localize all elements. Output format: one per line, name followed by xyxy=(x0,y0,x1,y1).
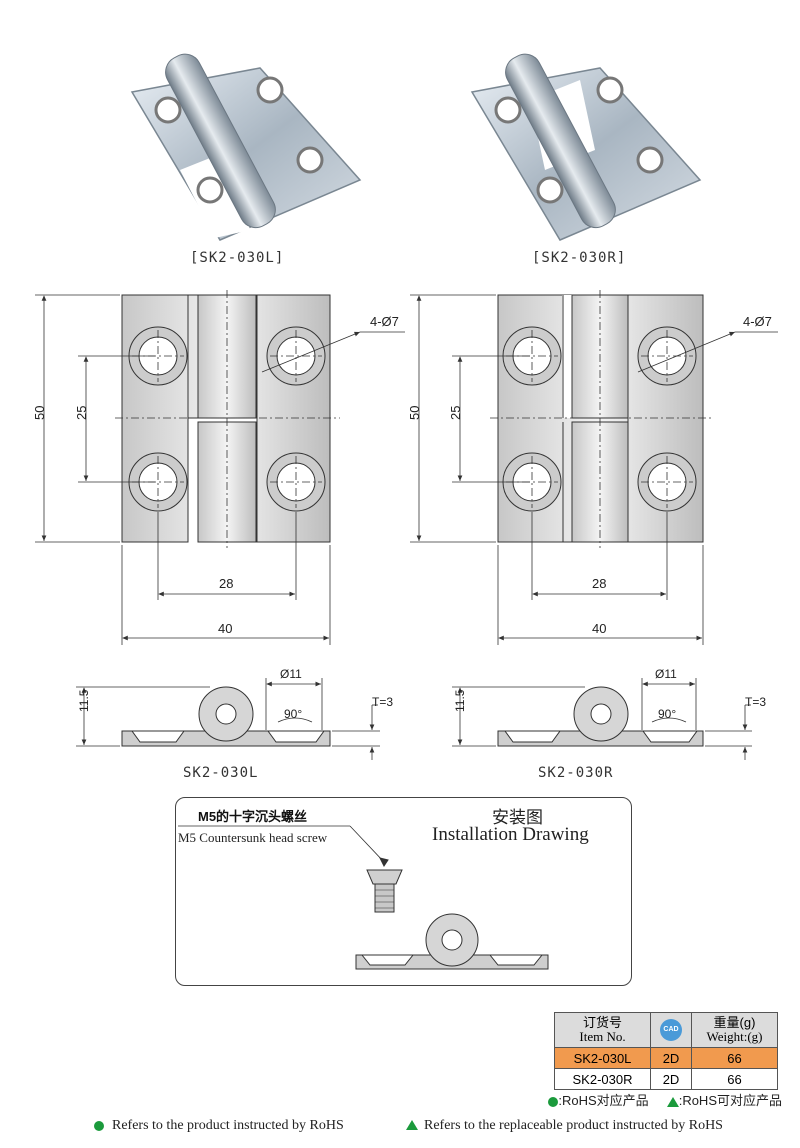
table-row[interactable]: SK2-030R 2D 66 xyxy=(554,1068,778,1090)
hole-callout-right: 4-Ø7 xyxy=(743,314,772,329)
row-cad: 2D xyxy=(650,1068,692,1090)
hole-callout-left: 4-Ø7 xyxy=(370,314,399,329)
header-weight: 重量(g) Weight:(g) xyxy=(691,1012,778,1048)
side-view-drawings: 11.5 Ø11 90° T=3 11.5 Ø11 90° T=3 xyxy=(76,667,766,760)
side-label-right: SK2-030R xyxy=(538,765,614,781)
side-view-left xyxy=(76,678,380,760)
rohs-triangle-icon xyxy=(666,1096,679,1107)
installation-title-cn: 安装图 xyxy=(492,808,543,827)
product-caption-left: [SK2-030L] xyxy=(190,250,285,266)
installation-drawing xyxy=(178,825,549,970)
rohs-dot-icon xyxy=(548,1096,559,1107)
dim-hole-spacing-left: 28 xyxy=(219,576,233,591)
table-row[interactable]: SK2-030L 2D 66 xyxy=(554,1047,778,1069)
dim-height-left: 50 xyxy=(32,406,47,420)
footer-rohs-replaceable: Refers to the replaceable product instru… xyxy=(424,1118,723,1133)
cad-icon: CAD xyxy=(660,1019,682,1041)
side-dim-height-left: 11.5 xyxy=(77,689,91,712)
legend-rohs: :RoHS对应产品 xyxy=(558,1093,649,1108)
footer-dot-icon xyxy=(94,1121,104,1131)
product-caption-right: [SK2-030R] xyxy=(532,250,627,266)
order-table: 订货号 Item No. CAD 重量(g) Weight:(g) SK2-03… xyxy=(554,1012,778,1090)
dim-pitch-right: 25 xyxy=(448,406,463,420)
side-dim-height-right: 11.5 xyxy=(453,689,467,712)
row-item: SK2-030R xyxy=(554,1068,651,1090)
dim-width-right: 40 xyxy=(592,621,606,636)
installation-panel xyxy=(175,797,632,986)
front-view-drawings: 50 25 28 40 4-Ø7 xyxy=(32,290,778,645)
row-item: SK2-030L xyxy=(554,1047,651,1069)
dim-height-right: 50 xyxy=(407,406,422,420)
installation-title-en: Installation Drawing xyxy=(432,824,589,845)
dim-width-left: 40 xyxy=(218,621,232,636)
product-photo-left xyxy=(130,53,362,241)
dim-pitch-left: 25 xyxy=(74,406,89,420)
row-weight: 66 xyxy=(691,1047,778,1069)
side-dim-angle-right: 90° xyxy=(658,707,676,721)
side-dim-thickness-left: T=3 xyxy=(372,695,393,709)
row-weight: 66 xyxy=(691,1068,778,1090)
front-view-left xyxy=(35,290,405,645)
footer-rohs: Refers to the product instructed by RoHS xyxy=(112,1118,344,1133)
dim-hole-spacing-right: 28 xyxy=(592,576,606,591)
header-item: 订货号 Item No. xyxy=(554,1012,651,1048)
product-photo-right xyxy=(470,53,702,241)
legend-rohs-replaceable: :RoHS可对应产品 xyxy=(678,1093,782,1108)
rohs-legend: :RoHS对应产品 :RoHS可对应产品 xyxy=(548,1090,782,1109)
header-cad: CAD xyxy=(650,1012,692,1048)
side-dim-angle-left: 90° xyxy=(284,707,302,721)
footer-triangle-icon xyxy=(406,1120,418,1130)
screw-label-en: M5 Countersunk head screw xyxy=(178,830,328,845)
row-cad: 2D xyxy=(650,1047,692,1069)
side-label-left: SK2-030L xyxy=(183,765,259,781)
side-view-right xyxy=(452,678,752,760)
side-dim-thickness-right: T=3 xyxy=(745,695,766,709)
side-dim-diameter-left: Ø11 xyxy=(280,667,302,681)
side-dim-diameter-right: Ø11 xyxy=(655,667,677,681)
screw-label-cn: M5的十字沉头螺丝 xyxy=(198,809,308,824)
front-view-right xyxy=(410,290,778,645)
